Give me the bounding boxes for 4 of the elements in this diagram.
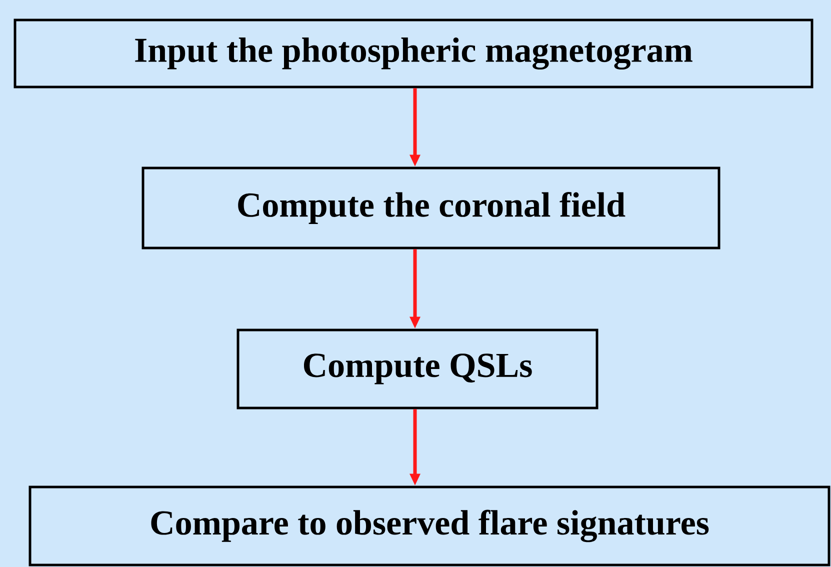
process-box: Compute the coronal field [142,166,720,250]
process-box: Compute QSLs [236,328,598,410]
process-box: Compare to observed flare signatures [28,486,830,566]
process-box: Input the photospheric magnetogram [14,18,814,88]
